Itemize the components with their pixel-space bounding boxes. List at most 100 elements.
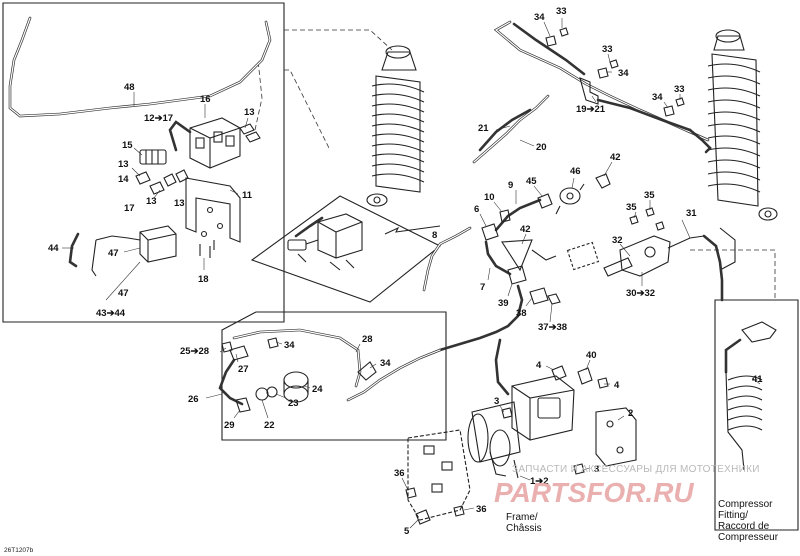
label-24: 24 <box>312 384 323 395</box>
label-43-44: 43➔44 <box>96 308 126 319</box>
label-12-17: 12➔17 <box>144 113 173 124</box>
label-2: 2 <box>628 408 633 419</box>
fitting-29 <box>235 397 251 413</box>
label-34e: 34 <box>380 358 391 369</box>
label-13b: 13 <box>118 159 129 170</box>
callout-labels: 48 16 12➔17 13 15 13 14 17 13 13 11 44 4… <box>48 6 763 537</box>
label-35a: 35 <box>626 202 637 213</box>
left-shock-absorber <box>366 45 425 207</box>
label-36a: 36 <box>394 468 405 479</box>
fitting-10 <box>499 209 511 223</box>
compressor-note-1: Compressor <box>718 499 773 510</box>
elbow-37 <box>547 293 561 305</box>
compressor-note-3: Raccord de <box>718 521 770 532</box>
label-44: 44 <box>48 243 59 254</box>
label-3a: 3 <box>494 396 499 407</box>
label-13c: 13 <box>146 196 157 207</box>
label-3b: 3 <box>594 464 599 475</box>
label-37-38: 37➔38 <box>538 322 567 333</box>
label-25-28: 25➔28 <box>180 346 209 357</box>
fitting-27 <box>229 345 249 361</box>
fitting-40 <box>577 367 593 385</box>
label-22: 22 <box>264 420 275 431</box>
fitting-24 <box>283 371 309 403</box>
label-4a: 4 <box>536 360 542 371</box>
fitting-39 <box>507 265 527 285</box>
frame-note-2: Châssis <box>506 523 542 534</box>
label-9: 9 <box>508 180 513 191</box>
module-47 <box>139 225 177 263</box>
fitting-6 <box>481 223 499 241</box>
leader-lines <box>62 18 761 529</box>
label-27: 27 <box>238 364 249 375</box>
label-42a: 42 <box>610 152 621 163</box>
label-1-2: 1➔2 <box>530 476 549 487</box>
compressor-note-4: Compresseur <box>718 532 779 543</box>
hose-elbow <box>688 128 712 154</box>
label-10: 10 <box>484 192 495 203</box>
hose-19c <box>596 98 692 132</box>
clip-42a <box>595 173 611 189</box>
fitting-4a <box>551 365 567 381</box>
dash-left-shock <box>284 29 393 51</box>
label-32: 32 <box>612 235 623 246</box>
label-7: 7 <box>480 282 485 293</box>
panel-32 <box>566 241 600 271</box>
compressor-note-2: Fitting/ <box>718 510 748 521</box>
valve-zoom-frame <box>250 195 442 303</box>
cylinder-bracket-frame <box>719 227 736 271</box>
hose-9 <box>494 198 542 232</box>
label-18: 18 <box>198 274 209 285</box>
wire-42 <box>531 249 557 261</box>
fitting-25 <box>221 341 233 353</box>
valve-block-16 <box>168 117 241 169</box>
label-38: 38 <box>516 308 527 319</box>
label-35b: 35 <box>644 190 655 201</box>
fitting-38 <box>529 287 549 305</box>
label-13a: 13 <box>244 107 255 118</box>
clip-34d <box>267 337 279 349</box>
frame-note-1: Frame/ <box>506 512 538 523</box>
label-33c: 33 <box>674 84 685 95</box>
label-46: 46 <box>570 166 581 177</box>
label-41: 41 <box>752 374 763 385</box>
sensor-46 <box>555 183 585 215</box>
hose-48 <box>8 16 272 118</box>
label-48: 48 <box>124 82 135 93</box>
label-34c: 34 <box>652 92 663 103</box>
clip-34e <box>357 361 377 381</box>
coil-hose-41 <box>724 321 777 471</box>
dash-frame <box>254 59 263 131</box>
bracket-44 <box>68 232 80 268</box>
label-4b: 4 <box>614 380 620 391</box>
connector-15 <box>139 149 167 165</box>
label-29: 29 <box>224 420 235 431</box>
label-17: 17 <box>124 203 135 214</box>
hose-19b <box>512 22 586 76</box>
label-42b: 42 <box>520 224 531 235</box>
watermark-line2: PARTSFOR.RU <box>494 477 694 508</box>
label-30-32: 30➔32 <box>626 288 655 299</box>
label-5: 5 <box>404 526 410 537</box>
label-31: 31 <box>686 208 697 219</box>
compressor-fitting-frame <box>714 299 799 531</box>
hose-19 <box>493 20 710 142</box>
oring-23 <box>266 386 278 398</box>
oring-22 <box>255 387 269 401</box>
fitting-45 <box>537 193 553 209</box>
hose-31 <box>702 234 724 302</box>
label-45: 45 <box>526 176 537 187</box>
fitting-4b <box>597 377 609 389</box>
label-28: 28 <box>362 334 373 345</box>
valve-assembly-small <box>287 213 363 271</box>
bolt-36b <box>453 505 465 517</box>
label-23: 23 <box>288 398 299 409</box>
watermark-line1: ЗАПЧАСТИ И АКСЕССУАРЫ ДЛЯ МОТОТЕХНИКИ <box>512 464 760 475</box>
dash-right-cyl <box>690 249 776 300</box>
bracket-11 <box>185 177 241 258</box>
hose-7 <box>484 240 512 276</box>
label-39: 39 <box>498 298 509 309</box>
triangle-42 <box>501 239 533 272</box>
